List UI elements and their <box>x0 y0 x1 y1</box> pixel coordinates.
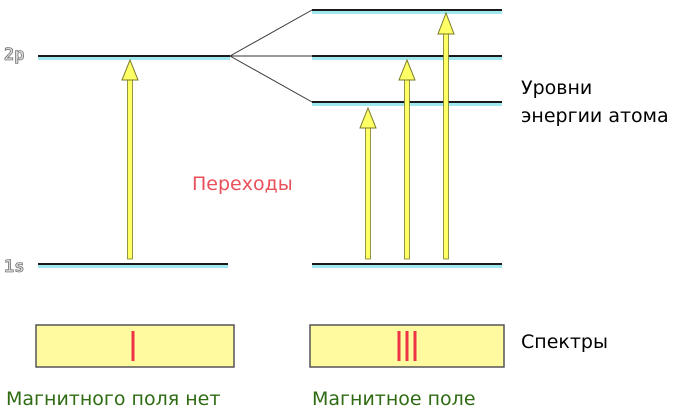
transition-arrow-right-2 <box>398 58 416 260</box>
energy-levels-label-line2: энергии атома <box>521 105 669 127</box>
transition-arrow-left <box>121 58 139 260</box>
left-upper-level <box>38 55 230 60</box>
splitting-lines <box>229 9 313 103</box>
right-lower-level <box>312 263 502 268</box>
spectra-label: Спектры <box>521 331 608 353</box>
spectrum-field <box>309 324 505 368</box>
spectrum-no-field <box>35 324 235 368</box>
field-label: Магнитное поле <box>312 388 476 410</box>
energy-levels-label-line1: Уровни <box>521 77 592 99</box>
right-upper-level-middle <box>312 55 502 60</box>
transition-arrow-right-1 <box>359 106 377 260</box>
left-lower-level <box>38 263 228 268</box>
level-label-2p: 2p <box>4 45 24 65</box>
no-field-label: Магнитного поля нет <box>6 388 220 410</box>
right-upper-level-top <box>312 9 502 14</box>
level-label-1s: 1s <box>4 257 24 277</box>
transition-arrow-right-3 <box>437 11 455 260</box>
transitions-label: Переходы <box>192 173 293 195</box>
